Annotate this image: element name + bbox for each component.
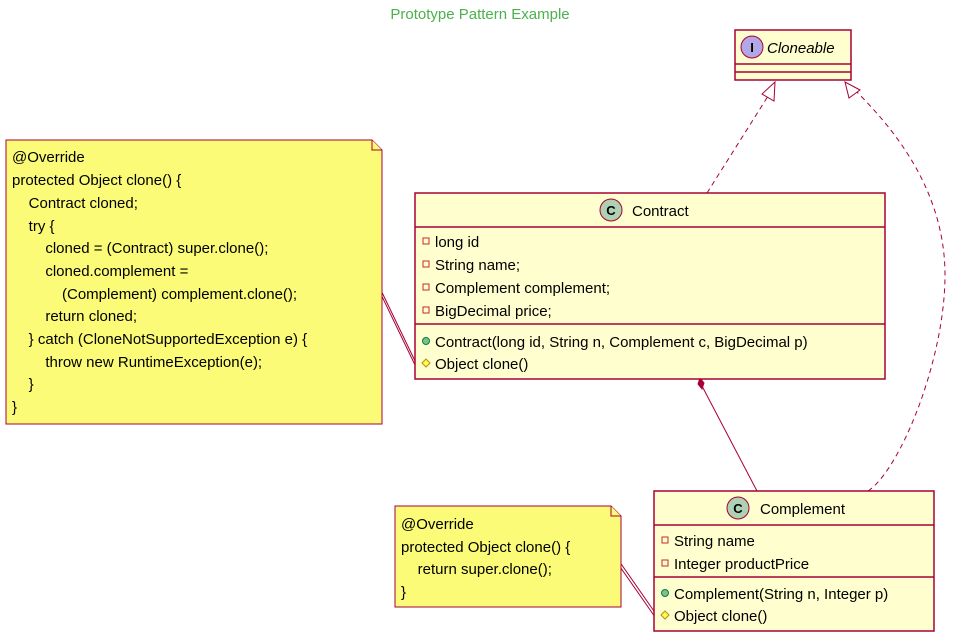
private-visibility-icon [661, 559, 669, 567]
interface-stereotype-letter: I [750, 40, 754, 55]
public-visibility-icon [661, 589, 669, 597]
note-connector-contract [376, 281, 417, 364]
note-shape [394, 505, 622, 608]
private-visibility-icon [422, 237, 430, 245]
note-line: cloned = (Contract) super.clone(); [12, 240, 268, 257]
note-line: } [12, 376, 34, 393]
protected-visibility-icon [660, 610, 670, 620]
note-line: protected Object clone() { [12, 172, 181, 189]
diagram-title: Prototype Pattern Example [390, 6, 569, 23]
note-line: } [12, 399, 17, 416]
complement-class-box [653, 490, 935, 632]
note-line: cloned.complement = [12, 263, 189, 280]
private-visibility-icon [422, 260, 430, 268]
private-visibility-icon [422, 283, 430, 291]
contract-class-icon [599, 198, 623, 222]
protected-visibility-icon [421, 358, 431, 368]
complement-field: Integer productPrice [674, 556, 809, 573]
contract-method: Contract(long id, String n, Complement c… [435, 334, 808, 351]
private-visibility-icon [661, 536, 669, 544]
contract-field: Complement complement; [435, 280, 610, 297]
interface-name: Cloneable [767, 40, 835, 57]
note-contract-clone: @Override protected Object clone() { Con… [5, 139, 383, 425]
note-line: @Override [12, 149, 85, 166]
note-complement-clone: @Override protected Object clone() { ret… [394, 505, 622, 608]
note-fold [610, 506, 621, 517]
relationships [375, 80, 946, 618]
private-visibility-icon [422, 306, 430, 314]
complement-class-icon [726, 496, 750, 520]
contract-class-name: Contract [632, 203, 690, 220]
note-line: (Complement) complement.clone(); [12, 286, 297, 303]
note-line: @Override [401, 516, 474, 533]
contract-realization-arrowhead [761, 80, 776, 102]
composition-line [701, 385, 758, 492]
complement-realization-arrowhead [844, 81, 861, 99]
contract-field: String name; [435, 257, 520, 274]
note-line: } [401, 584, 406, 601]
note-line: throw new RuntimeException(e); [12, 354, 262, 371]
public-visibility-icon [422, 337, 430, 345]
contract-field: BigDecimal price; [435, 303, 552, 320]
class-complement: C Complement String name Integer product… [653, 490, 935, 632]
note-line: try { [12, 218, 55, 235]
note-line: protected Object clone() { [401, 539, 570, 556]
note-fold [371, 140, 382, 151]
note-line: return cloned; [12, 308, 137, 325]
note-line: Contract cloned; [12, 195, 138, 212]
interface-icon [740, 35, 764, 59]
contract-method: Object clone() [435, 356, 528, 373]
class-contract: C Contract long id String name; Compleme… [414, 192, 886, 380]
complement-method: Complement(String n, Integer p) [674, 586, 888, 603]
complement-realization-line [849, 84, 946, 492]
note-line: return super.clone(); [401, 561, 552, 578]
note-shape [5, 139, 383, 425]
contract-field: long id [435, 234, 479, 251]
contract-class-box [414, 192, 886, 380]
complement-class-name: Complement [760, 501, 846, 518]
complement-stereotype-letter: C [733, 501, 743, 516]
interface-cloneable: I Cloneable [734, 29, 852, 81]
contract-stereotype-letter: C [606, 203, 616, 218]
complement-method: Object clone() [674, 608, 767, 625]
note-line: } catch (CloneNotSupportedException e) { [12, 331, 307, 348]
complement-field: String name [674, 533, 755, 550]
contract-realization-line [706, 84, 776, 194]
composition-diamond [697, 376, 705, 391]
